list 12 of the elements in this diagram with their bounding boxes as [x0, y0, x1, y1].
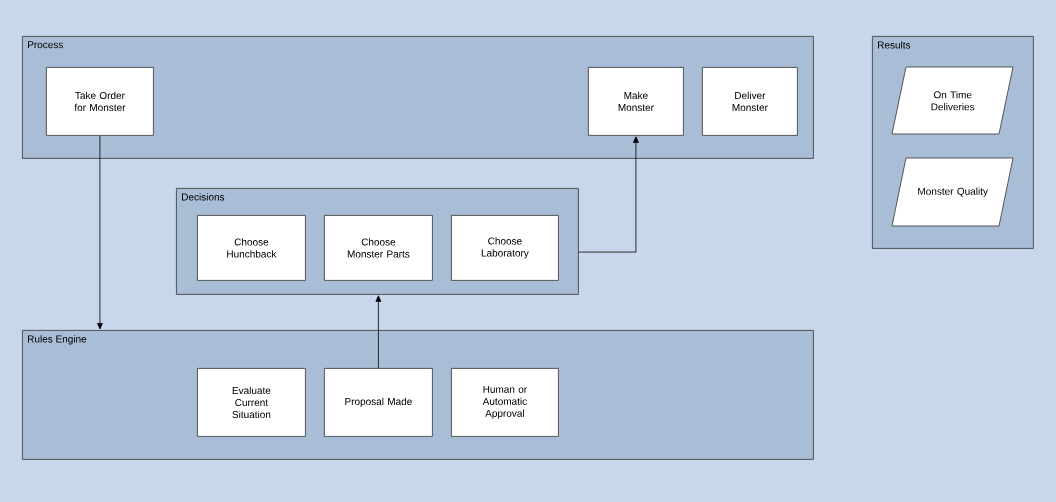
process-box: Make Monster	[588, 67, 684, 136]
process-box: Deliver Monster	[702, 67, 798, 136]
process-box: Human or Automatic Approval	[451, 368, 559, 437]
arrow	[375, 295, 382, 369]
process-box: Choose Laboratory	[451, 215, 559, 281]
process-box: Choose Hunchback	[197, 215, 306, 281]
arrow	[578, 136, 639, 253]
process-box: Take Order for Monster	[46, 67, 154, 136]
arrow	[97, 135, 103, 330]
process-box: Proposal Made	[324, 368, 433, 437]
process-box: Evaluate Current Situation	[197, 368, 306, 437]
process-box: Choose Monster Parts	[324, 215, 433, 281]
